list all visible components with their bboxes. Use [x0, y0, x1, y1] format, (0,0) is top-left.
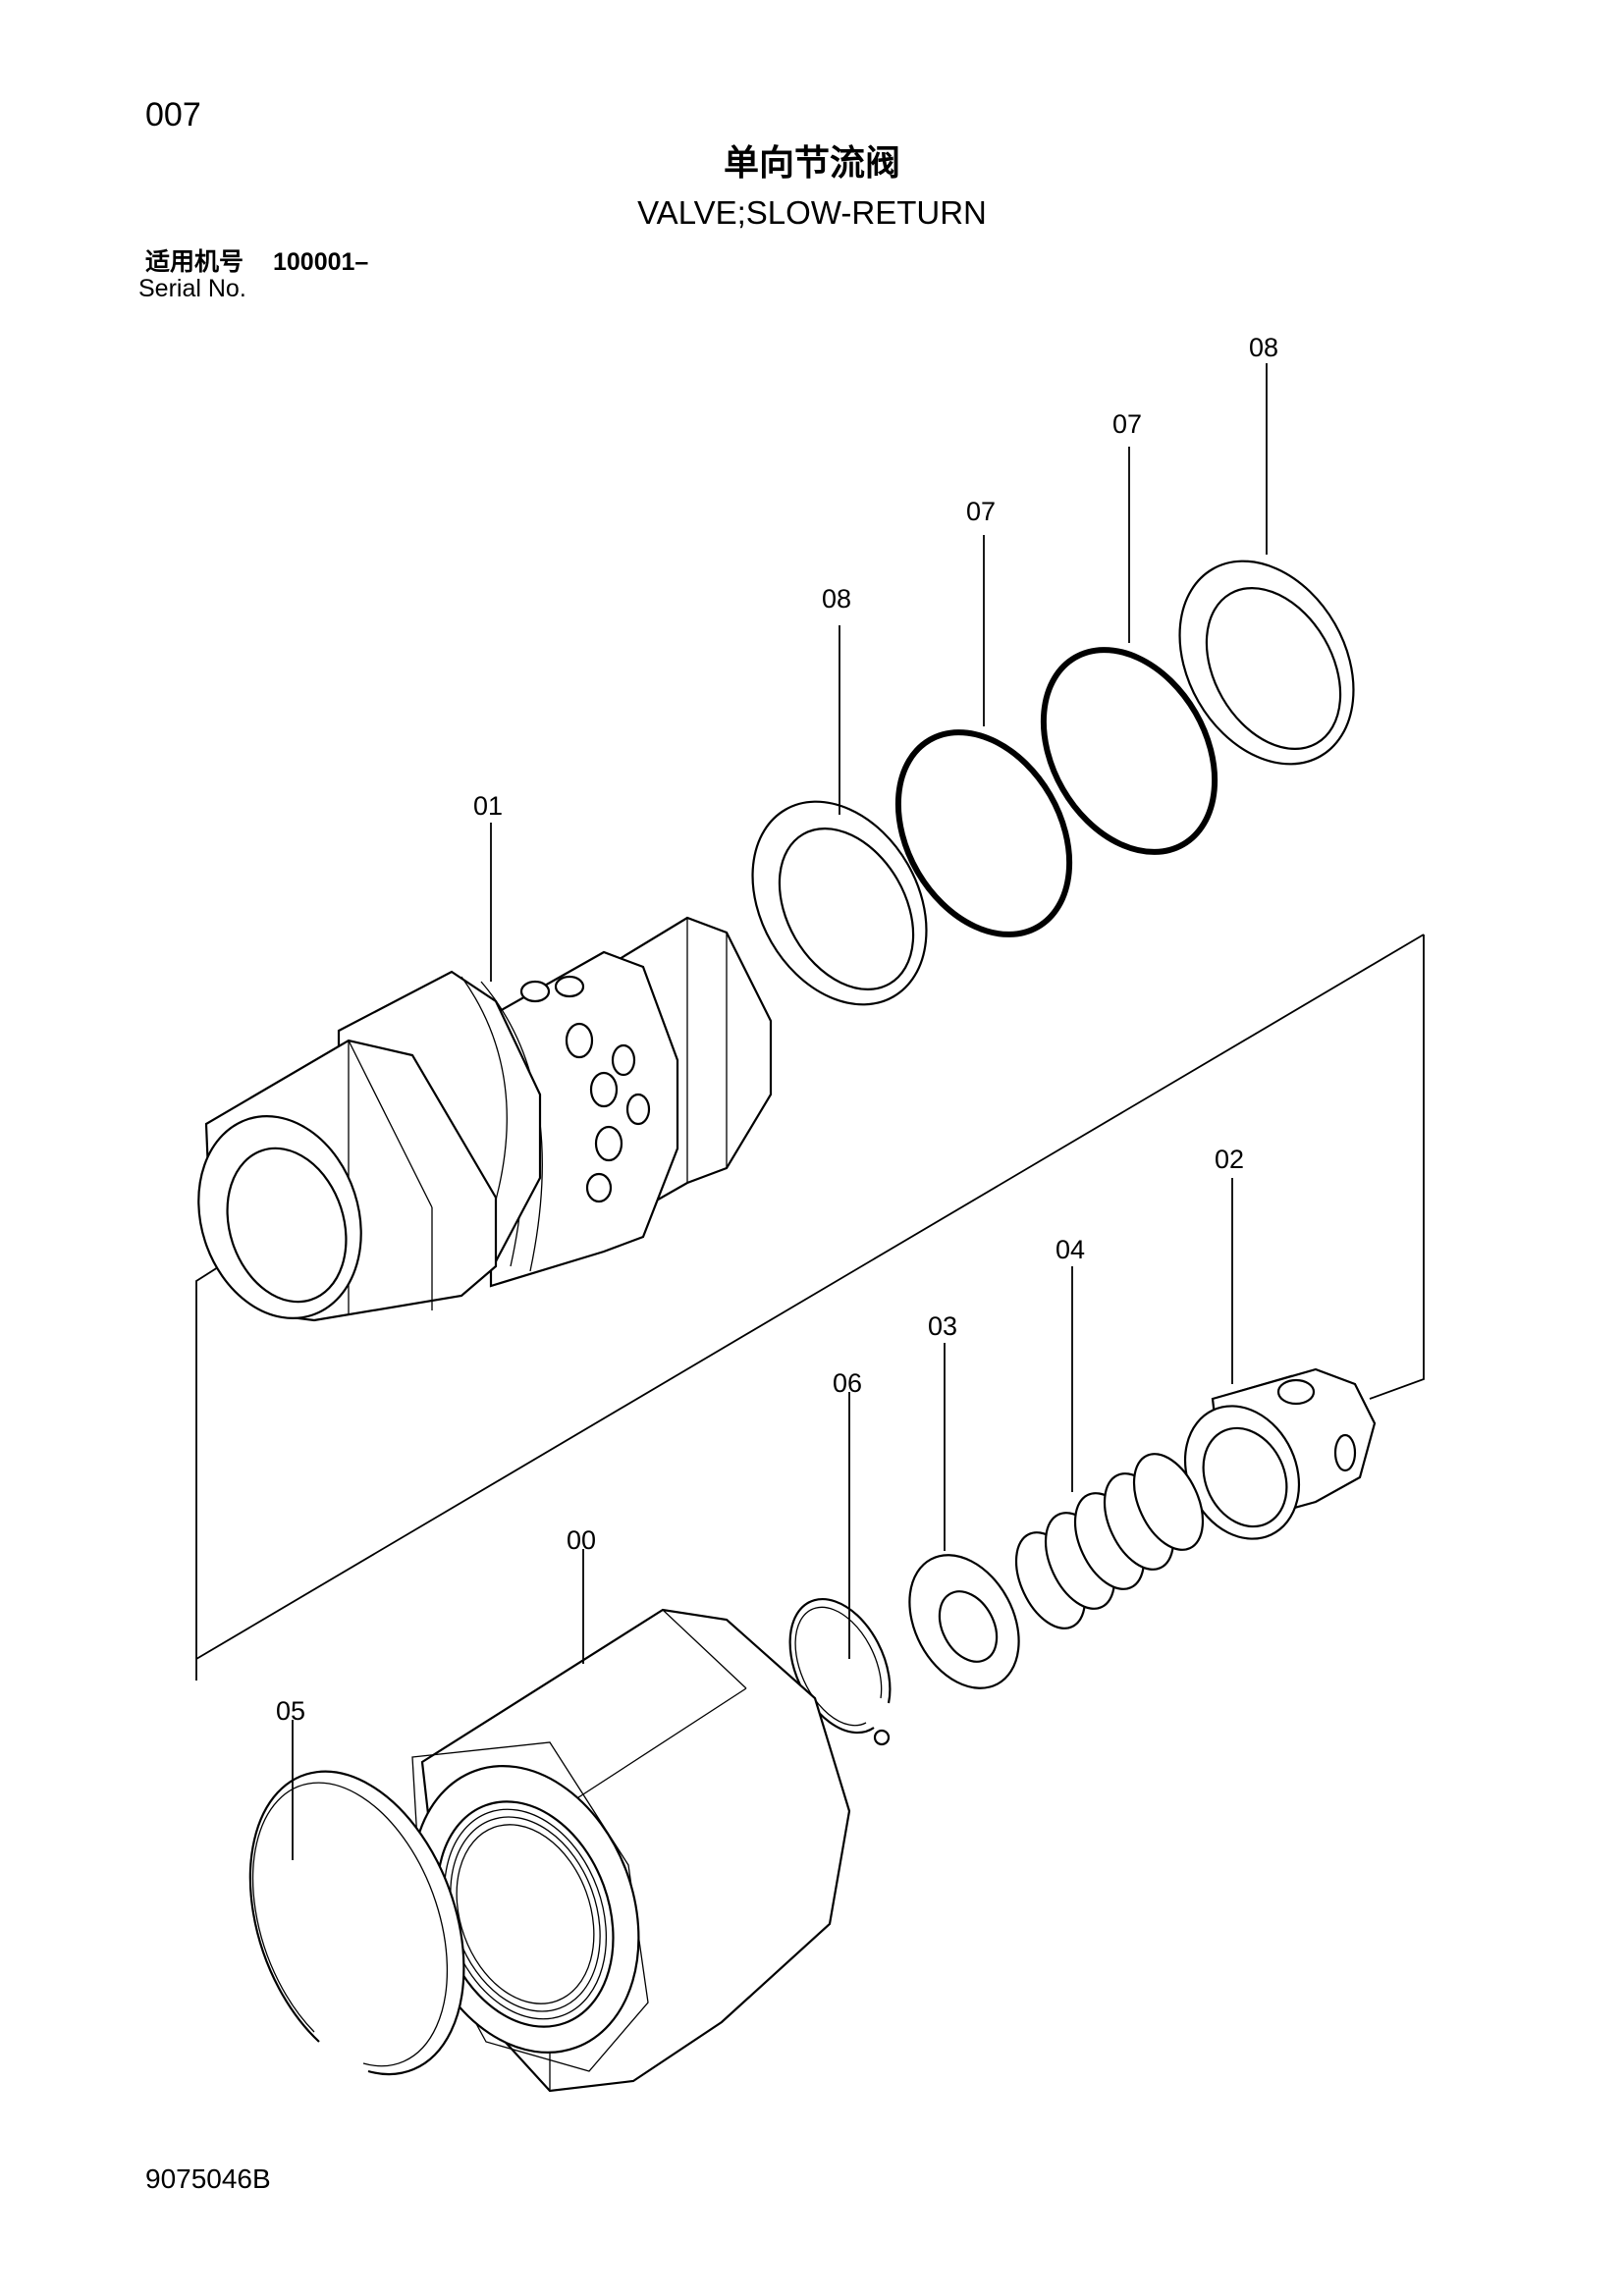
part-03-washer	[908, 1554, 1020, 1689]
part-05-retaining-ring	[248, 1770, 465, 2076]
callout-08-rear: 08	[1249, 333, 1278, 362]
callout-07-front: 07	[966, 497, 996, 526]
callout-04: 04	[1056, 1235, 1085, 1264]
part-02-poppet	[1183, 1367, 1377, 1540]
callout-06: 06	[833, 1368, 862, 1398]
part-07-o-ring-front	[894, 729, 1073, 937]
callout-05: 05	[276, 1696, 305, 1726]
part-01-valve-body	[197, 916, 773, 1322]
callout-07-rear: 07	[1112, 409, 1142, 439]
part-04-spring	[1014, 1453, 1205, 1629]
part-07-o-ring-rear	[1040, 647, 1218, 855]
callout-labels: 01 08 07 07 08 02 04 03 06 00 05	[276, 333, 1278, 1726]
callout-00: 00	[567, 1525, 596, 1555]
serial-label-chinese: 适用机号	[145, 248, 244, 276]
serial-label-english: Serial No.	[138, 275, 246, 302]
title-english: VALVE;SLOW-RETURN	[637, 194, 987, 231]
callout-03: 03	[928, 1311, 957, 1341]
part-08-backup-ring-front	[751, 800, 928, 1006]
part-08-backup-ring-rear	[1178, 560, 1355, 766]
callout-leader-lines	[292, 363, 1268, 1860]
part-00-housing	[410, 1608, 851, 2093]
serial-number-value: 100001–	[273, 248, 369, 276]
callout-01: 01	[473, 791, 503, 821]
callout-08-front: 08	[822, 584, 851, 614]
document-code: 9075046B	[145, 2163, 271, 2194]
page-number: 007	[145, 96, 201, 133]
title-chinese: 单向节流阀	[723, 142, 900, 183]
callout-02: 02	[1215, 1145, 1244, 1174]
